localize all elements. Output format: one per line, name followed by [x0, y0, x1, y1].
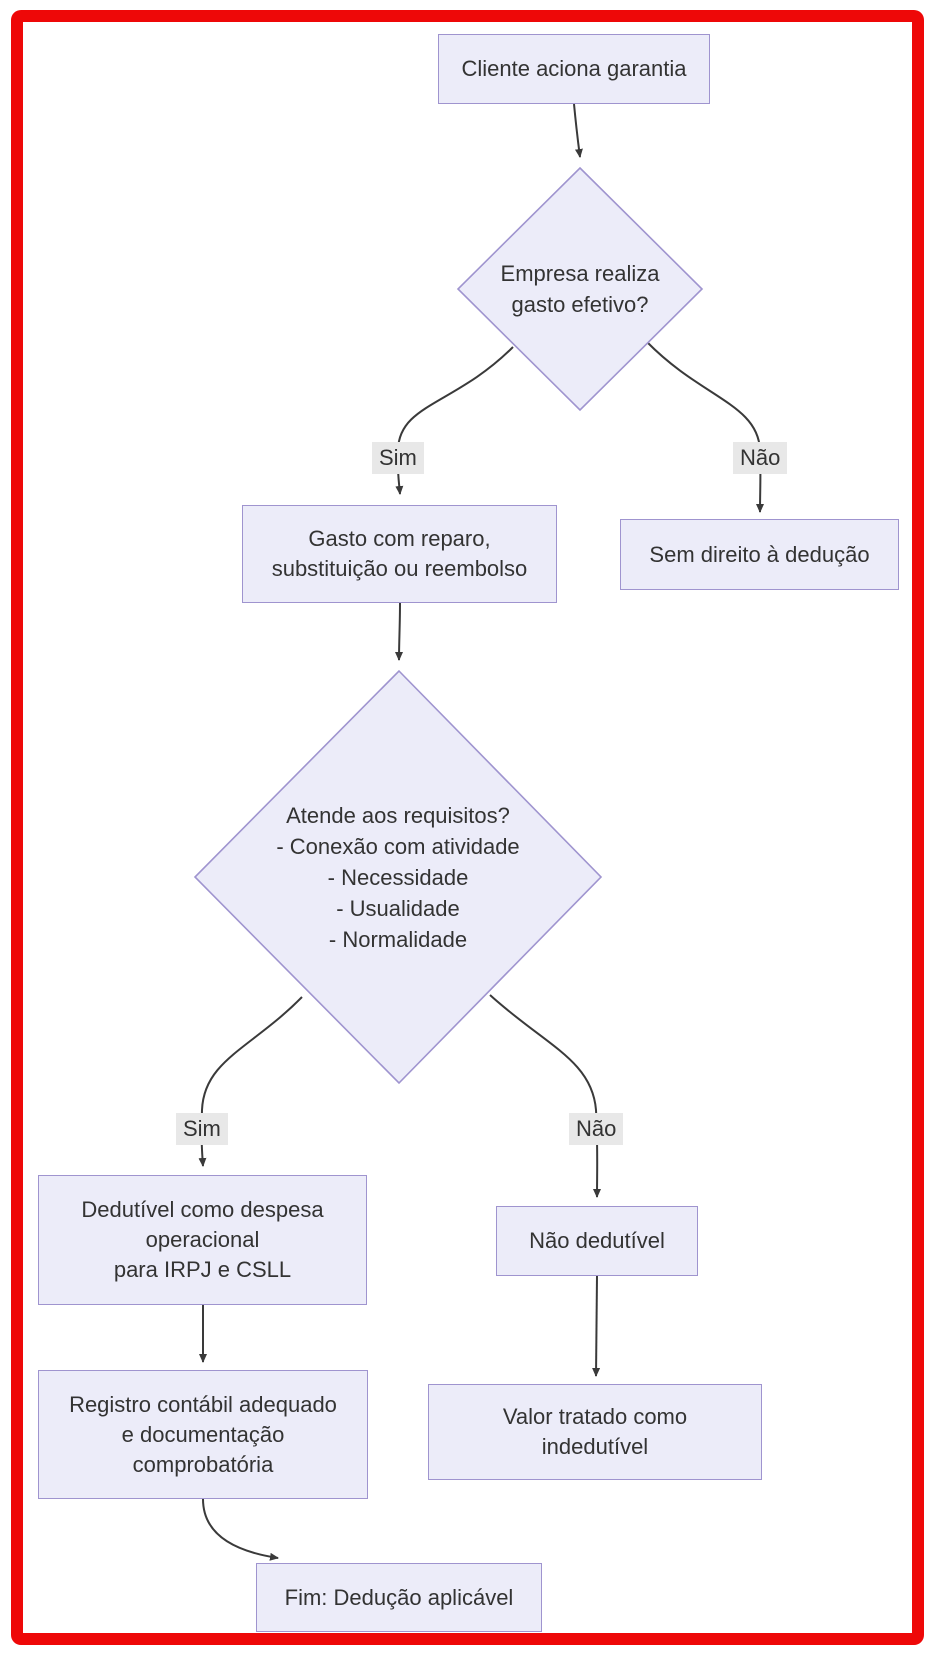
- edge-decisao-nao-to-sem-direito: [646, 341, 765, 513]
- node-valor-indedutivel: Valor tratado como indedutível: [428, 1384, 762, 1480]
- edge-registro-to-fim: [202, 1498, 279, 1561]
- edge-label-sim-1: Sim: [372, 442, 424, 474]
- edge-requisitos-sim-to-dedutivel: [198, 996, 303, 1167]
- node-cliente-aciona-garantia: Cliente aciona garantia: [438, 34, 710, 104]
- edge-requisitos-nao-to-nao-dedutivel: [489, 994, 602, 1198]
- decision-empresa-realiza-gasto: [456, 166, 704, 412]
- node-fim-deducao-aplicavel: Fim: Dedução aplicável: [256, 1563, 542, 1632]
- node-dedutivel-despesa: Dedutível como despesa operacional para …: [38, 1175, 367, 1305]
- node-registro-contabil: Registro contábil adequado e documentaçã…: [38, 1370, 368, 1499]
- edge-nao-dedutivel-to-valor: [592, 1275, 601, 1377]
- node-nao-dedutivel: Não dedutível: [496, 1206, 698, 1276]
- edge-gasto-to-requisitos: [395, 602, 404, 661]
- node-label: Registro contábil adequado e documentaçã…: [69, 1391, 337, 1477]
- node-label: Sem direito à dedução: [649, 541, 870, 567]
- node-label: Fim: Dedução aplicável: [284, 1584, 514, 1610]
- edge-decisao-sim-to-gasto: [395, 346, 514, 495]
- node-label: Gasto com reparo, substituição ou reembo…: [271, 526, 528, 581]
- node-label: Não dedutível: [529, 1228, 665, 1253]
- decision-atende-requisitos: [193, 669, 603, 1085]
- node-label: Dedutível como despesa operacional para …: [81, 1197, 324, 1282]
- node-label: Cliente aciona garantia: [461, 56, 687, 81]
- node-gasto-reparo: Gasto com reparo, substituição ou reembo…: [242, 505, 557, 603]
- edge-label-sim-2: Sim: [176, 1113, 228, 1145]
- node-label: Valor tratado como indedutível: [502, 1404, 688, 1459]
- node-sem-direito-deducao: Sem direito à dedução: [620, 519, 899, 590]
- edge-cliente-to-decisao: [573, 103, 583, 158]
- edge-label-nao-1: Não: [733, 442, 788, 474]
- edge-label-nao-2: Não: [569, 1113, 624, 1145]
